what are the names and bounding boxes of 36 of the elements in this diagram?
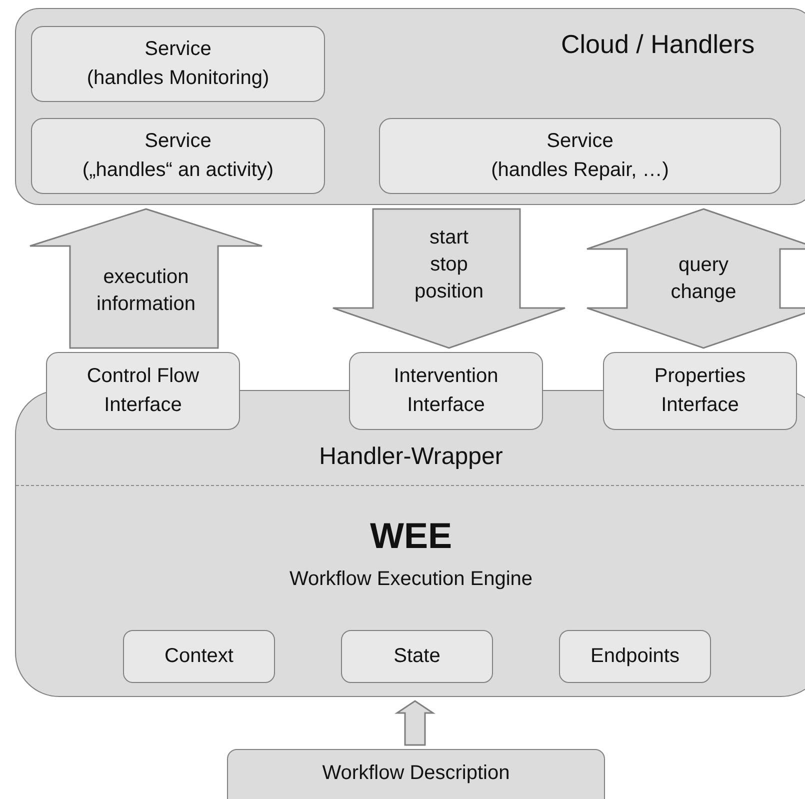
container-title: Cloud / Handlers [561,29,755,60]
edge-label: query change [670,252,738,304]
box-label: Context [164,644,234,669]
component-box [559,630,711,683]
description-box [227,749,605,799]
wrapper-container [15,390,805,697]
component-box [123,630,275,683]
box-label: Properties Interface [653,364,747,418]
block-arrow [394,700,436,746]
box-label: Workflow Description [322,760,510,786]
box-label: State [394,644,440,669]
service-box [31,26,325,102]
box-label: Endpoints [590,644,680,669]
box-label: Intervention Interface [392,364,500,418]
interface-box [603,352,797,430]
engine-title: WEE [368,514,453,558]
box-label: („handles“ an activity) [82,158,274,183]
box-label: Service [144,129,212,154]
box-label: (handles Repair, …) [491,158,669,183]
edge-label: start stop position [414,225,484,304]
box-label: Control Flow Interface [86,364,200,418]
box-label: Service [144,37,212,62]
block-arrow [586,208,805,349]
container-title: Handler-Wrapper [318,443,504,472]
block-arrow [332,208,566,349]
interface-box [349,352,543,430]
box-label: (handles Monitoring) [86,66,270,91]
service-box [379,118,781,194]
block-arrow [29,208,263,349]
edge-label: execution information [96,264,196,316]
component-box [341,630,493,683]
cloud-container [15,8,805,205]
interface-box [46,352,240,430]
service-box [31,118,325,194]
box-label: Service [546,129,614,154]
engine-subtitle: Workflow Execution Engine [288,567,534,591]
